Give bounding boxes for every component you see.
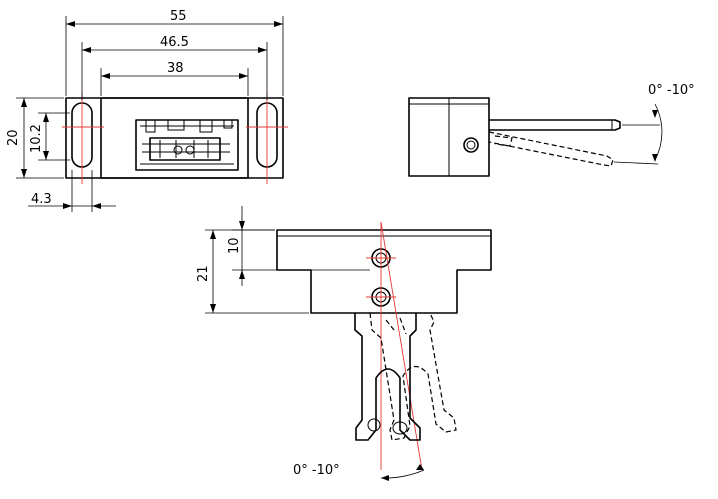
dim-height: 20 <box>6 97 64 179</box>
dim-slot-height: 10.2 <box>29 112 70 161</box>
bottom-lever <box>354 313 421 441</box>
dim-label-10: 10 <box>227 237 242 254</box>
dim-label-20: 20 <box>6 129 21 146</box>
dim-bottom-height: 21 <box>196 229 309 314</box>
dim-label-10-2: 10.2 <box>29 124 44 153</box>
dim-label-21: 21 <box>196 265 211 282</box>
dim-label-46-5: 46.5 <box>160 35 189 50</box>
side-lever-dashed <box>488 131 614 167</box>
latch-detail <box>135 119 239 171</box>
front-view: 55 46.5 38 20 <box>6 9 288 212</box>
bottom-angle-label: 0° -10° <box>293 463 340 478</box>
front-body <box>100 97 249 179</box>
side-angle-label: 0° -10° <box>648 83 695 98</box>
side-screw-hole <box>463 137 479 153</box>
dim-slot-width: 4.3 <box>28 170 116 212</box>
bottom-view: 21 10 0° -10° <box>196 206 492 481</box>
bottom-lever-dashed <box>369 312 457 441</box>
dim-label-38: 38 <box>167 61 184 76</box>
dim-overall-width: 55 <box>65 9 284 96</box>
dim-label-4-3: 4.3 <box>31 192 52 207</box>
side-lever <box>489 119 621 131</box>
side-view: 0° -10° <box>408 83 695 177</box>
dim-hole-spacing: 46.5 <box>81 35 268 100</box>
dim-hole-offset: 10 <box>227 206 370 286</box>
dim-label-55: 55 <box>170 9 187 24</box>
dim-inner-width: 38 <box>100 61 249 96</box>
